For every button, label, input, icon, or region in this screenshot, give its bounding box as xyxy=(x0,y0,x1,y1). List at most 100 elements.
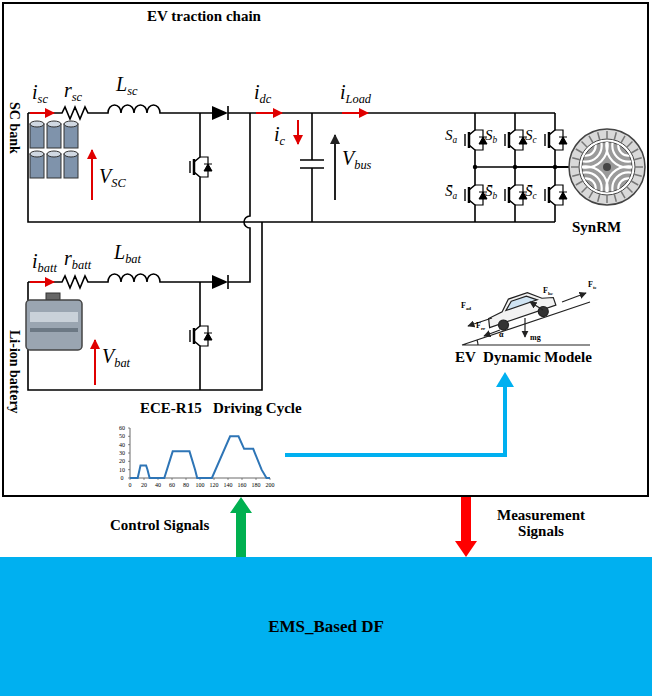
subscript: b xyxy=(493,135,498,145)
stator-slot xyxy=(634,174,642,176)
driving-cycle-chart xyxy=(128,428,270,480)
stator-slot xyxy=(606,195,608,203)
axis-tick-label: 30 xyxy=(119,450,125,456)
flux-barrier xyxy=(575,177,597,199)
stator-slot xyxy=(598,132,600,140)
axis-tick-label: 60 xyxy=(169,482,175,488)
stator xyxy=(569,129,645,205)
axis-tick-label: 40 xyxy=(155,482,161,488)
phase-wire xyxy=(515,166,569,167)
subscript: ad xyxy=(466,306,471,311)
switch-legs xyxy=(190,113,569,390)
synrm-motor xyxy=(563,123,651,211)
sc-series-diode xyxy=(212,106,228,120)
resistor-label: rbatt xyxy=(64,248,91,272)
transistor-gate xyxy=(464,134,465,146)
switch-label: S̄b xyxy=(485,184,497,202)
traction-chain-frame: EV traction chain xyxy=(2,2,649,497)
force-label: Frr xyxy=(476,322,485,331)
transistor-gate xyxy=(464,189,465,201)
chart-tick xyxy=(128,444,130,445)
stator-slot xyxy=(614,194,616,202)
source-name: Li-ion battery xyxy=(6,330,21,414)
transistor-bar xyxy=(468,187,471,203)
diode-symbol xyxy=(479,192,487,199)
voltage-arrow xyxy=(94,340,96,385)
chart-tick xyxy=(242,478,243,480)
stator-slot xyxy=(572,158,580,160)
chart-tick xyxy=(128,478,130,479)
speed-profile xyxy=(130,436,270,478)
node-heading: EMS_Based DF xyxy=(268,617,384,637)
stator-slot xyxy=(598,194,600,202)
angle-label: α xyxy=(499,331,503,339)
subscript: sc xyxy=(72,90,82,104)
supercap-top xyxy=(64,121,78,127)
circuit-wires xyxy=(28,105,555,390)
shaft xyxy=(603,163,611,171)
flux-barrier xyxy=(611,171,645,205)
subscript: c xyxy=(533,135,537,145)
subscript: SC xyxy=(111,176,125,190)
diode-symbol xyxy=(479,137,487,144)
stator-slot xyxy=(631,181,638,185)
axis-tick-label: 50 xyxy=(119,433,125,439)
stator-slot xyxy=(614,132,616,140)
force-label: Fad xyxy=(461,302,471,311)
flux-barrier xyxy=(605,165,651,211)
transistor-bar xyxy=(548,132,551,148)
transistor-gate xyxy=(544,134,545,146)
stator-slot xyxy=(621,191,625,198)
signal-label: Control Signals xyxy=(110,518,209,534)
axis-tick-label: 0 xyxy=(121,475,124,481)
chart-tick xyxy=(214,478,215,480)
model-name: EV Dynamic Modele xyxy=(455,350,592,366)
flux-barrier xyxy=(563,165,609,211)
subscript: rr xyxy=(481,326,485,331)
signal-arrow xyxy=(285,386,505,455)
ev-slope-figure xyxy=(462,285,590,345)
transistor-bar xyxy=(193,328,196,344)
voltage-arrow xyxy=(91,150,93,200)
current-arrow xyxy=(342,112,368,114)
supercap-top xyxy=(64,151,78,157)
chart-tick xyxy=(128,436,130,437)
signal-arrowhead xyxy=(496,372,514,387)
chart-tick xyxy=(186,478,187,480)
flux-barrier xyxy=(617,177,639,199)
chart-tick xyxy=(256,478,257,480)
current-label: isc xyxy=(32,82,48,106)
signal-label: Measurement Signals xyxy=(485,508,597,540)
battery-series-diode xyxy=(212,275,228,289)
battery-top-wire xyxy=(28,274,212,288)
voltage-arrow xyxy=(334,135,336,200)
subscript: batt xyxy=(38,261,57,275)
current-label: ic xyxy=(274,124,285,148)
supercap-cell xyxy=(64,154,78,178)
flux-barrier xyxy=(605,123,651,169)
ems-band: EMS_Based DF xyxy=(0,557,652,696)
stator-slot xyxy=(576,149,583,153)
subscript: Load xyxy=(346,92,371,106)
transistor-bar xyxy=(508,187,511,203)
current-arrow xyxy=(297,120,299,144)
transistor-gate xyxy=(189,161,190,173)
supercap-top xyxy=(30,121,44,127)
axis-tick-label: 180 xyxy=(252,482,261,488)
chart-tick xyxy=(128,428,130,429)
axis-tick-label: 200 xyxy=(266,482,275,488)
control-arrow xyxy=(230,497,252,557)
diode-symbol xyxy=(519,137,527,144)
transistor-gate xyxy=(504,189,505,201)
diode-symbol xyxy=(204,333,212,340)
stator-slot xyxy=(635,166,643,168)
stator-slot xyxy=(582,187,588,193)
source-name: SC bank xyxy=(6,102,21,154)
voltage-label: VSC xyxy=(99,166,126,190)
inductor-label: Lsc xyxy=(116,74,137,98)
stator-slot xyxy=(606,131,608,139)
supercap-cell xyxy=(30,154,44,178)
chart-tick xyxy=(128,469,130,470)
